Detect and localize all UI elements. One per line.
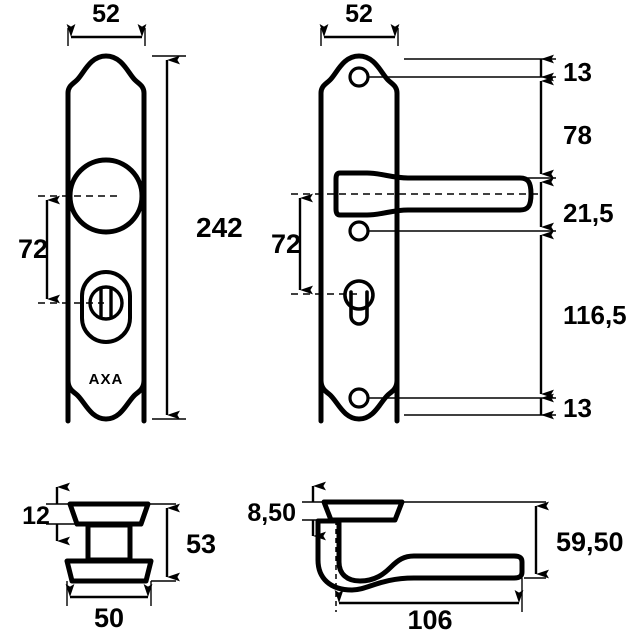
- view-knob-plate-front: 52 AXA 72 242: [18, 0, 243, 424]
- view-lever-side-profile: 8,50 59,50 106: [247, 481, 624, 635]
- dimension-label-52-lever: 52: [345, 0, 373, 28]
- dimension-lever-projection-59-50: 59,50: [402, 501, 624, 579]
- dimension-knob-projection-53: 53: [148, 503, 216, 582]
- dimension-knob-plate-width: 52: [66, 0, 147, 46]
- witness-lines-lever: [369, 58, 556, 416]
- screw-hole-bottom: [348, 387, 370, 409]
- dimension-label-242: 242: [196, 212, 243, 243]
- knob-plate-outline-bottom: [65, 377, 147, 422]
- screw-hole-middle: [348, 220, 370, 242]
- brand-mark-axa: AXA: [89, 371, 124, 388]
- dimension-lever-length-106: 106: [334, 578, 524, 635]
- lever-plate-outline-bottom: [318, 377, 400, 422]
- dimension-label-53: 53: [186, 529, 216, 559]
- screw-hole-top: [348, 66, 370, 88]
- view-knob-side-profile: 12 53 50: [22, 482, 216, 633]
- dimension-label-13-bottom: 13: [563, 393, 592, 423]
- knob-rose-profile: [67, 501, 151, 527]
- knob-body-profile: [64, 558, 154, 584]
- lever-rose-profile: [321, 499, 405, 523]
- escutcheon-outline: [80, 270, 132, 344]
- keyhole-bore: [343, 279, 375, 311]
- dimension-label-52-knob: 52: [92, 0, 120, 28]
- dimension-lever-plate-width: 52: [319, 0, 400, 46]
- lever-plate-outline-top: [318, 53, 400, 424]
- dimension-label-78: 78: [563, 120, 592, 150]
- dimension-label-59-50: 59,50: [556, 527, 624, 557]
- dimension-label-8-50: 8,50: [247, 499, 296, 527]
- dimension-label-21-5: 21,5: [563, 198, 614, 228]
- knob-plate-outline-top: [65, 53, 147, 424]
- dimension-lever-rose-8-50: 8,50: [247, 481, 334, 541]
- dimension-label-13-top: 13: [563, 57, 592, 87]
- dimension-knob-plate-height-242: 242: [152, 55, 243, 420]
- dimension-label-72-lever: 72: [271, 229, 301, 259]
- dimension-knob-diameter-50: 50: [65, 581, 153, 633]
- keyhole-slot: [349, 290, 369, 326]
- knob-circle: [67, 157, 145, 235]
- dimension-lever-centres-72: 72: [271, 193, 313, 295]
- view-lever-plate-front: 52 72: [271, 0, 627, 424]
- dimension-label-72-knob: 72: [18, 234, 48, 264]
- dimension-knob-centres-72: 72: [18, 195, 60, 304]
- dimension-stack-right: 13 78 21,5 116,5 13: [539, 54, 627, 423]
- dimension-knob-rose-12: 12: [22, 482, 85, 546]
- dimension-label-50: 50: [94, 603, 124, 633]
- dimension-label-106: 106: [407, 605, 452, 635]
- lever-arm-profile: [315, 518, 525, 593]
- dimension-label-12: 12: [22, 502, 50, 530]
- dimension-label-116-5: 116,5: [563, 300, 627, 330]
